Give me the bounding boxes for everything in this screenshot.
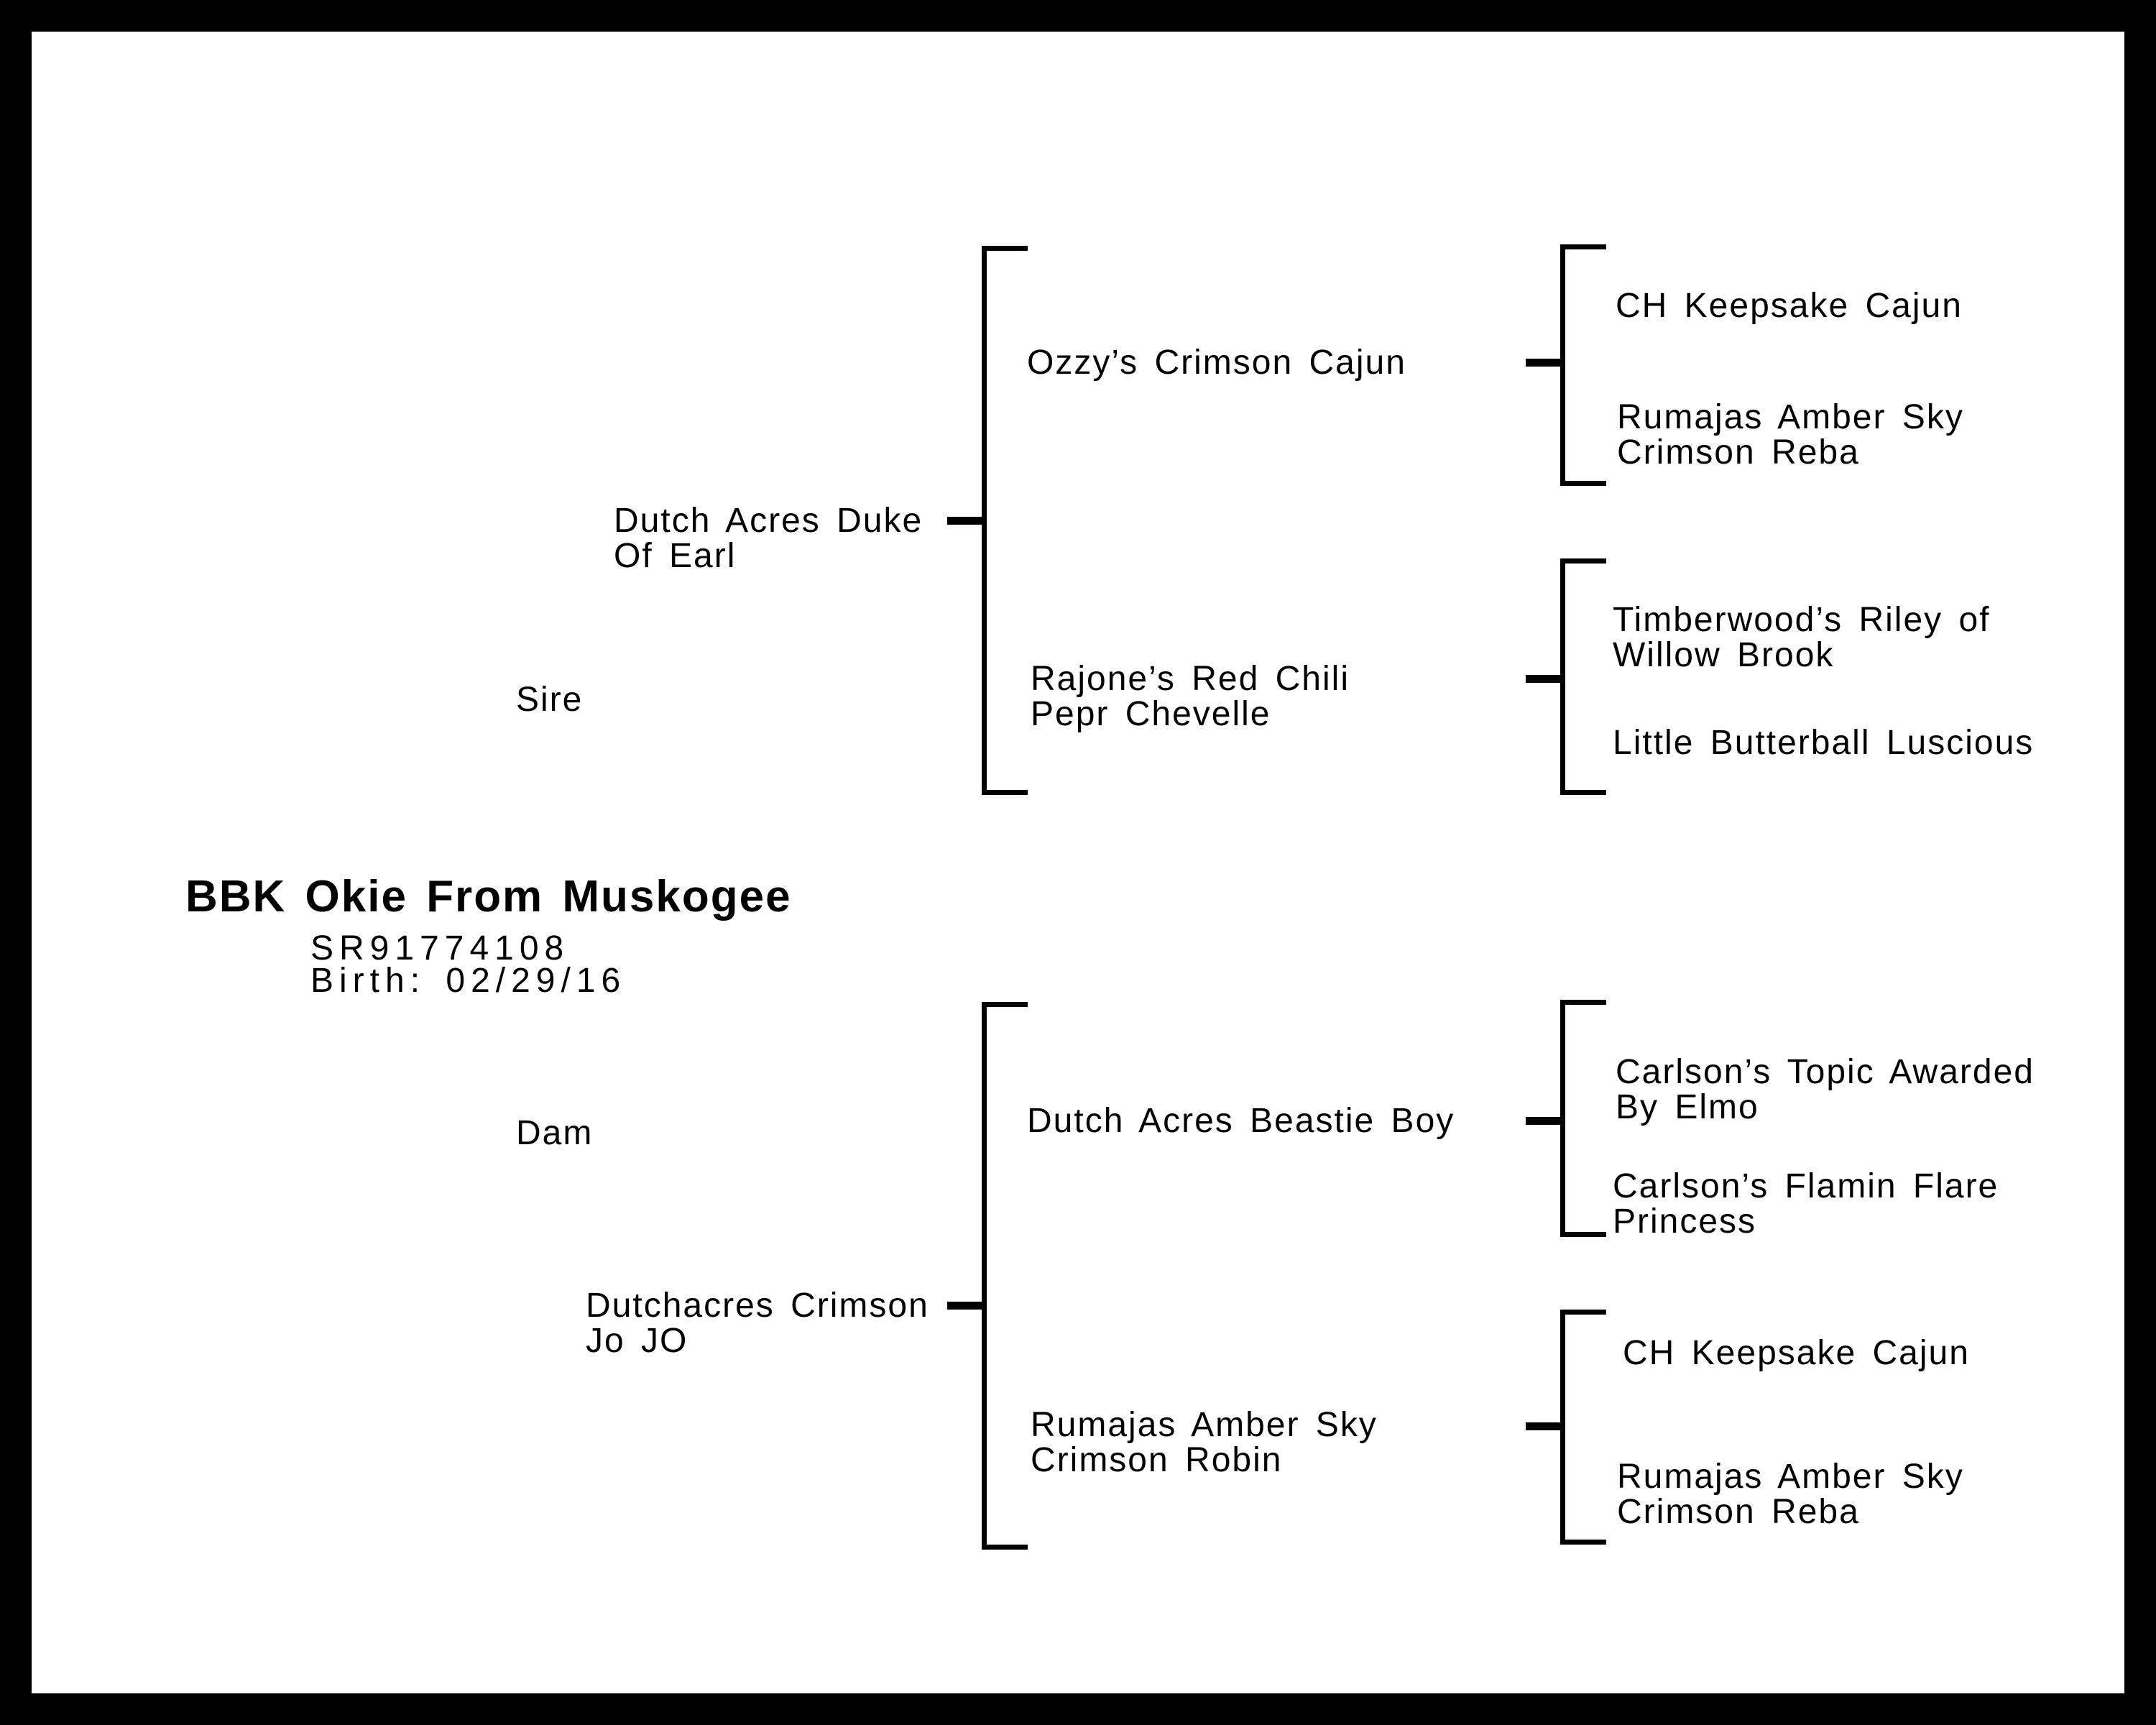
subject-birth-date: Birth: 02/29/16	[310, 962, 627, 1000]
dam-label: Dam	[516, 1114, 594, 1152]
name-line: Timberwood’s Riley of	[1613, 601, 1991, 639]
name-line: Rumajas Amber Sky	[1031, 1406, 1378, 1444]
dam-name: Dutchacres Crimson Jo JO	[586, 1288, 929, 1358]
name-line: By Elmo	[1616, 1088, 1759, 1126]
bracket-bottom-tick	[1560, 790, 1606, 795]
sire-name-line: Dutch Acres Duke	[614, 502, 923, 540]
bracket-top-tick	[1560, 1310, 1606, 1315]
name-line: Rumajas Amber Sky	[1617, 1458, 1964, 1496]
sire-label: Sire	[516, 681, 584, 719]
bracket-bottom-tick	[1560, 1232, 1606, 1237]
dam-sire-name: Dutch Acres Beastie Boy	[1027, 1102, 1455, 1140]
sire-sire-name: Ozzy’s Crimson Cajun	[1027, 344, 1406, 382]
bracket-vertical-line	[1560, 1000, 1565, 1237]
subject-registration: SR91774108	[310, 929, 570, 967]
name-line: Crimson Robin	[1031, 1441, 1283, 1479]
bracket-vertical-line	[1560, 558, 1565, 795]
chart-canvas: BBK Okie From Muskogee SR91774108 Birth:…	[32, 32, 2124, 1693]
bracket-top-tick	[982, 1002, 1028, 1007]
bracket-bottom-tick	[982, 1545, 1028, 1550]
bracket-bottom-tick	[1560, 481, 1606, 486]
sire-name-line: Of Earl	[614, 537, 737, 575]
dam-connector-tick	[947, 1302, 982, 1310]
name-line: Crimson Reba	[1617, 433, 1860, 472]
bracket-top-tick	[1560, 1000, 1606, 1005]
sire-dam-dam-name: Little Butterball Luscious	[1613, 724, 2035, 762]
dam-sire-dam-name: Carlson’s Flamin Flare Princess	[1613, 1169, 1999, 1239]
dam-dam-connector-tick	[1526, 1422, 1560, 1430]
dam-sire-connector-tick	[1526, 1117, 1560, 1125]
sire-dam-name: Rajone’s Red Chili Pepr Chevelle	[1031, 661, 1350, 732]
dam-dam-name: Rumajas Amber Sky Crimson Robin	[1031, 1407, 1378, 1478]
dam-sire-sire-name: Carlson’s Topic Awarded By Elmo	[1616, 1054, 2035, 1125]
bracket-bottom-tick	[982, 790, 1028, 795]
sire-dam-sire-name: Timberwood’s Riley of Willow Brook	[1613, 602, 1991, 673]
sire-connector-tick	[947, 517, 982, 525]
bracket-top-tick	[1560, 558, 1606, 564]
bracket-vertical-line	[982, 1002, 987, 1550]
bracket-vertical-line	[982, 246, 987, 795]
dam-name-line: Dutchacres Crimson	[586, 1287, 929, 1325]
dam-dam-sire-name: CH Keepsake Cajun	[1623, 1334, 1970, 1372]
name-line: Rajone’s Red Chili	[1031, 660, 1350, 698]
bracket-top-tick	[982, 246, 1028, 251]
sire-sire-connector-tick	[1526, 359, 1560, 367]
dam-name-line: Jo JO	[586, 1322, 688, 1360]
subject-name: BBK Okie From Muskogee	[185, 872, 792, 921]
name-line: Carlson’s Topic Awarded	[1616, 1053, 2035, 1091]
bracket-vertical-line	[1560, 1310, 1565, 1545]
sire-sire-sire-name: CH Keepsake Cajun	[1616, 287, 1963, 325]
sire-name: Dutch Acres Duke Of Earl	[614, 503, 923, 574]
name-line: Crimson Reba	[1617, 1493, 1860, 1531]
dam-dam-dam-name: Rumajas Amber Sky Crimson Reba	[1617, 1459, 1964, 1530]
name-line: Rumajas Amber Sky	[1617, 398, 1964, 436]
name-line: Princess	[1613, 1202, 1757, 1241]
name-line: Pepr Chevelle	[1031, 695, 1271, 733]
name-line: Carlson’s Flamin Flare	[1613, 1167, 1999, 1205]
bracket-bottom-tick	[1560, 1540, 1606, 1545]
sire-dam-connector-tick	[1526, 675, 1560, 683]
bracket-vertical-line	[1560, 244, 1565, 486]
name-line: Willow Brook	[1613, 636, 1835, 674]
sire-sire-dam-name: Rumajas Amber Sky Crimson Reba	[1617, 400, 1964, 470]
bracket-top-tick	[1560, 244, 1606, 249]
